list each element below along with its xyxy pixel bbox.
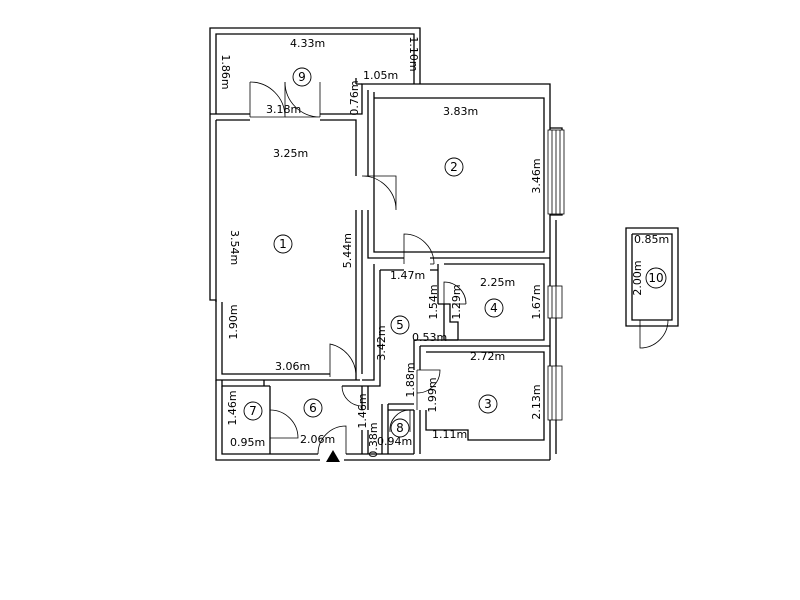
dim-3-bottom: 1.11m xyxy=(432,428,467,441)
svg-text:7: 7 xyxy=(249,404,257,418)
dim-7-bottom: 0.95m xyxy=(230,436,265,449)
dim-3-door: 1.99m xyxy=(426,377,439,412)
dim-7-left: 1.46m xyxy=(226,390,239,425)
doors xyxy=(249,81,669,455)
room-numbers: 1 2 3 4 5 6 7 8 9 10 xyxy=(243,67,667,438)
dim-6-bottom: 2.06m xyxy=(300,433,335,446)
dim-3-left: 1.88m xyxy=(404,362,417,397)
svg-text:9: 9 xyxy=(298,70,306,84)
entrance-arrow-icon xyxy=(326,450,340,462)
walls xyxy=(209,27,679,461)
svg-text:3: 3 xyxy=(484,397,492,411)
svg-text:10: 10 xyxy=(648,271,663,285)
svg-text:1: 1 xyxy=(279,237,287,251)
dim-4-left: 1.29m xyxy=(450,284,463,319)
dim-9-right: 1.10m xyxy=(407,36,420,71)
dim-1-lower-left: 1.90m xyxy=(227,304,240,339)
dim-3-top: 2.72m xyxy=(470,350,505,363)
dim-1-bottom: 3.06m xyxy=(275,360,310,373)
dim-9-left: 1.86m xyxy=(219,54,232,89)
dim-4-right: 1.67m xyxy=(530,284,543,319)
dim-9-inner: 0.76m xyxy=(348,80,361,115)
dim-9-step: 1.05m xyxy=(363,69,398,82)
dim-9-bottom: 3.18m xyxy=(266,103,301,116)
room-5-number: 5 xyxy=(390,315,410,335)
dim-3-right: 2.13m xyxy=(530,384,543,419)
dim-6-right: 1.46m xyxy=(356,393,369,428)
dim-5-left: 3.42m xyxy=(375,325,388,360)
svg-text:2: 2 xyxy=(450,160,458,174)
dim-1-right: 5.44m xyxy=(341,233,354,268)
dim-1-left: 3.54m xyxy=(228,230,241,265)
dim-2-top: 3.83m xyxy=(443,105,478,118)
dim-10-top: 0.85m xyxy=(634,233,669,246)
room-3-number: 3 xyxy=(478,394,498,414)
dim-10-left: 2.00m xyxy=(631,260,644,295)
svg-text:4: 4 xyxy=(490,301,498,315)
dimension-labels: 3.54m 5.44m 1.90m 3.06m 3.25m 3.83m 3.46… xyxy=(219,36,669,457)
room-8-number: 8 xyxy=(390,418,410,438)
room-4-number: 4 xyxy=(484,298,504,318)
dim-5-door: 1.54m xyxy=(427,284,440,319)
dim-9-top: 4.33m xyxy=(290,37,325,50)
room-1-number: 1 xyxy=(273,234,293,254)
dim-4-bottom: 0.53m xyxy=(412,331,447,344)
svg-text:8: 8 xyxy=(396,421,404,435)
dim-8-bottom: 0.94m xyxy=(377,435,412,448)
room-9-number: 9 xyxy=(292,67,312,87)
svg-text:5: 5 xyxy=(396,318,404,332)
room-7-number: 7 xyxy=(243,401,263,421)
svg-text:6: 6 xyxy=(309,401,317,415)
dim-2-right: 3.46m xyxy=(530,158,543,193)
room-2-number: 2 xyxy=(444,157,464,177)
dim-1-top: 3.25m xyxy=(273,147,308,160)
room-10-number: 10 xyxy=(645,267,667,289)
dim-5-top: 1.47m xyxy=(390,269,425,282)
dim-4-top: 2.25m xyxy=(480,276,515,289)
dim-8-left: 0.38m xyxy=(367,422,380,457)
room-6-number: 6 xyxy=(303,398,323,418)
